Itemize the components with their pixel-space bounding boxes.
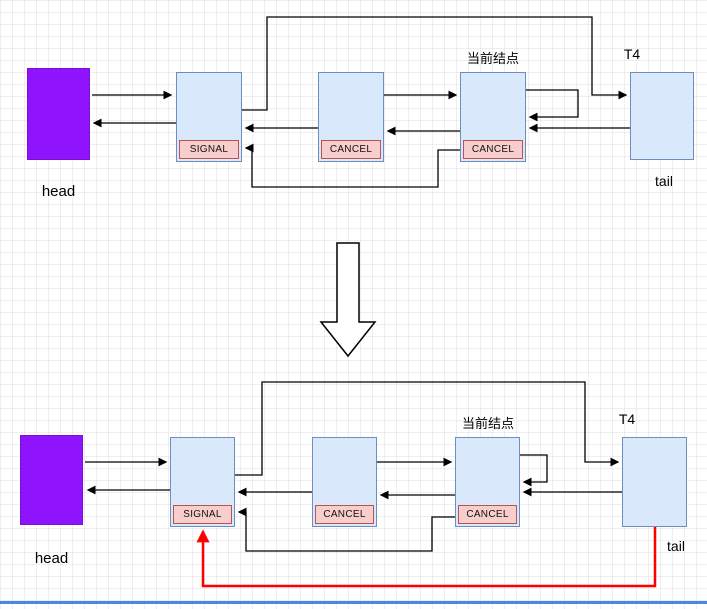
bottom-tail-node — [622, 437, 687, 527]
top-t4-label: T4 — [623, 46, 641, 62]
bottom-blue-rule — [0, 601, 707, 604]
bottom-node-2-status-badge: CANCEL — [315, 505, 374, 524]
top-head-label: head — [41, 183, 76, 200]
bottom-tail-label: tail — [667, 538, 685, 554]
bottom-t4-label: T4 — [618, 411, 636, 427]
bottom-node-1-status-badge: SIGNAL — [173, 505, 232, 524]
top-node-1: SIGNAL — [176, 72, 242, 162]
top-node3-selfloop-arrow — [526, 89, 579, 122]
transition-down-arrow — [319, 242, 377, 358]
top-head-node — [27, 68, 90, 160]
bottom-head-node — [20, 435, 83, 525]
bottom-node-3: CANCEL — [455, 437, 520, 527]
bottom-node3-selfloop-arrow — [520, 454, 548, 487]
top-node-3-status-badge: CANCEL — [463, 140, 523, 159]
top-current-node-label: 当前结点 — [466, 51, 519, 66]
top-node-3: CANCEL — [460, 72, 526, 162]
top-tail-node — [630, 72, 694, 160]
bottom-node1-next-skip-arrow — [235, 381, 620, 476]
bottom-node-1: SIGNAL — [170, 437, 235, 527]
top-tail-label: tail — [655, 173, 673, 189]
bottom-node-3-status-badge: CANCEL — [458, 505, 517, 524]
top-node-2: CANCEL — [318, 72, 384, 162]
top-node-1-status-badge: SIGNAL — [179, 140, 239, 159]
top-node1-next-skip-arrow — [242, 16, 628, 111]
top-node-2-status-badge: CANCEL — [321, 140, 381, 159]
bottom-node-2: CANCEL — [312, 437, 377, 527]
bottom-tail-prev-updated-red-arrow — [196, 527, 657, 588]
bottom-current-node-label: 当前结点 — [461, 416, 514, 431]
bottom-head-label: head — [34, 550, 69, 567]
